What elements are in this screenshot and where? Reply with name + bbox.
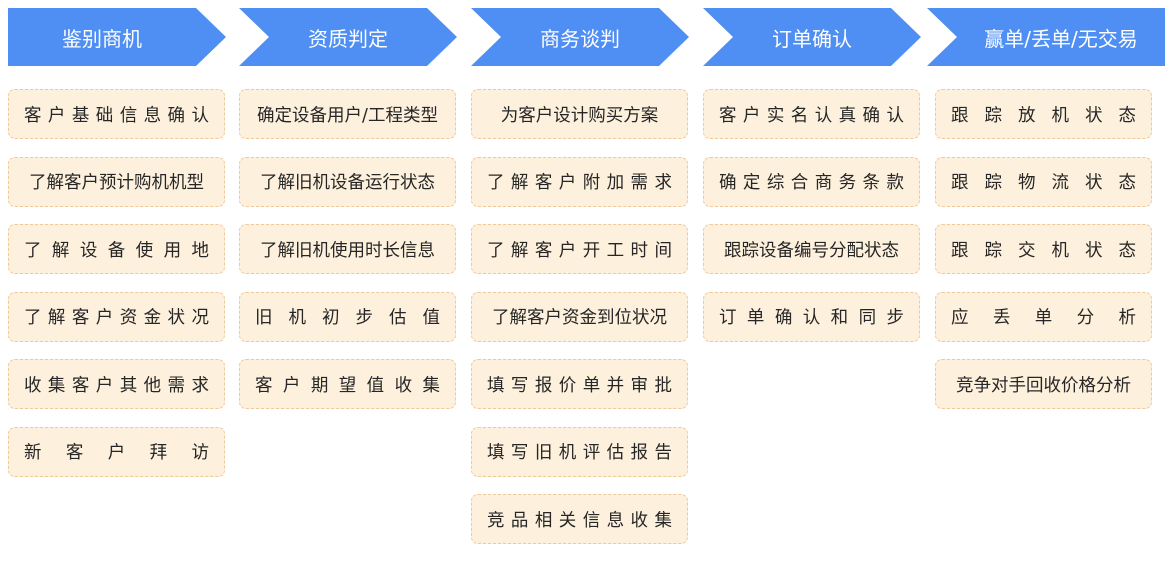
step-box: 了解旧机设备运行状态 [239, 156, 456, 207]
stage-header: 商务谈判 [471, 8, 689, 66]
step-label: 客户基础信息确认 [23, 105, 216, 126]
step-label: 填写旧机评估报告 [486, 443, 679, 463]
step-box: 跟踪放机状态 [935, 89, 1152, 139]
stage-header: 订单确认 [703, 8, 921, 66]
step-label: 竞争对手回收价格分析 [956, 375, 1131, 396]
step-label: 了解客户资金到位状况 [492, 308, 667, 328]
step-box: 跟踪交机状态 [935, 224, 1152, 274]
step-box: 竞品相关信息收集 [471, 494, 688, 544]
stage-header: 鉴别商机 [8, 8, 226, 66]
step-label: 客户期望值收集 [254, 375, 451, 396]
step-box: 客户实名认真确认 [703, 89, 920, 139]
stage-title: 赢单/丢单/无交易 [984, 26, 1138, 51]
step-list: 确定设备用户/工程类型 了解旧机设备运行状态 了解旧机使用时长信息 旧机初步估值… [239, 89, 456, 427]
step-label: 跟踪物流状态 [951, 173, 1152, 193]
step-label: 竞品相关信息收集 [486, 510, 679, 531]
step-label: 了解客户附加需求 [486, 173, 679, 193]
step-box: 收集客户其他需求 [8, 359, 225, 409]
step-label: 了解设备使用地 [23, 240, 220, 261]
step-box: 客户基础信息确认 [8, 89, 225, 139]
step-box: 了解客户资金到位状况 [471, 291, 688, 342]
step-label: 应丢单分析 [951, 308, 1152, 328]
step-list: 客户实名认真确认 确定综合商务条款 跟踪设备编号分配状态 订单确认和同步 [703, 89, 920, 359]
step-list: 为客户设计购买方案 了解客户附加需求 了解客户开工时间 了解客户资金到位状况 填… [471, 89, 688, 562]
step-label: 确定综合商务条款 [718, 173, 911, 193]
step-label: 旧机初步估值 [255, 308, 456, 328]
step-box: 了解客户资金状况 [8, 291, 225, 342]
step-label: 订单确认和同步 [718, 308, 915, 328]
step-box: 旧机初步估值 [239, 291, 456, 342]
stage-header: 资质判定 [239, 8, 457, 66]
step-box: 了解客户开工时间 [471, 224, 688, 274]
step-list: 客户基础信息确认 了解客户预计购机机型 了解设备使用地 了解客户资金状况 收集客… [8, 89, 225, 494]
step-label: 了解旧机设备运行状态 [260, 173, 435, 193]
stage-title: 鉴别商机 [62, 26, 142, 51]
step-box: 了解设备使用地 [8, 224, 225, 274]
step-box: 新客户拜访 [8, 426, 225, 477]
step-label: 了解客户预计购机机型 [29, 173, 204, 193]
step-label: 了解客户开工时间 [486, 240, 679, 261]
step-box: 了解旧机使用时长信息 [239, 224, 456, 274]
step-box: 跟踪设备编号分配状态 [703, 224, 920, 274]
step-label: 填写报价单并审批 [486, 375, 679, 396]
step-label: 客户实名认真确认 [718, 105, 911, 126]
step-label: 了解客户资金状况 [23, 308, 216, 328]
step-box: 为客户设计购买方案 [471, 89, 688, 139]
step-label: 为客户设计购买方案 [500, 105, 659, 126]
step-box: 竞争对手回收价格分析 [935, 359, 1152, 409]
step-box: 了解客户附加需求 [471, 156, 688, 207]
step-label: 确定设备用户/工程类型 [257, 105, 438, 126]
step-label: 跟踪设备编号分配状态 [724, 240, 899, 261]
step-box: 确定设备用户/工程类型 [239, 89, 456, 139]
step-box: 了解客户预计购机机型 [8, 156, 225, 207]
step-label: 新客户拜访 [24, 443, 225, 463]
step-box: 确定综合商务条款 [703, 156, 920, 207]
step-box: 客户期望值收集 [239, 359, 456, 409]
step-label: 了解旧机使用时长信息 [260, 240, 435, 261]
stage-title: 资质判定 [308, 26, 388, 51]
step-label: 跟踪交机状态 [951, 240, 1152, 261]
step-box: 应丢单分析 [935, 291, 1152, 342]
step-box: 填写旧机评估报告 [471, 426, 688, 477]
step-list: 跟踪放机状态 跟踪物流状态 跟踪交机状态 应丢单分析 竞争对手回收价格分析 [935, 89, 1152, 427]
step-label: 跟踪放机状态 [951, 105, 1152, 126]
step-box: 跟踪物流状态 [935, 156, 1152, 207]
step-box: 订单确认和同步 [703, 291, 920, 342]
step-box: 填写报价单并审批 [471, 359, 688, 409]
stage-header: 赢单/丢单/无交易 [927, 8, 1165, 66]
stage-title: 订单确认 [772, 26, 852, 51]
step-label: 收集客户其他需求 [23, 375, 216, 396]
stage-title: 商务谈判 [540, 26, 620, 51]
